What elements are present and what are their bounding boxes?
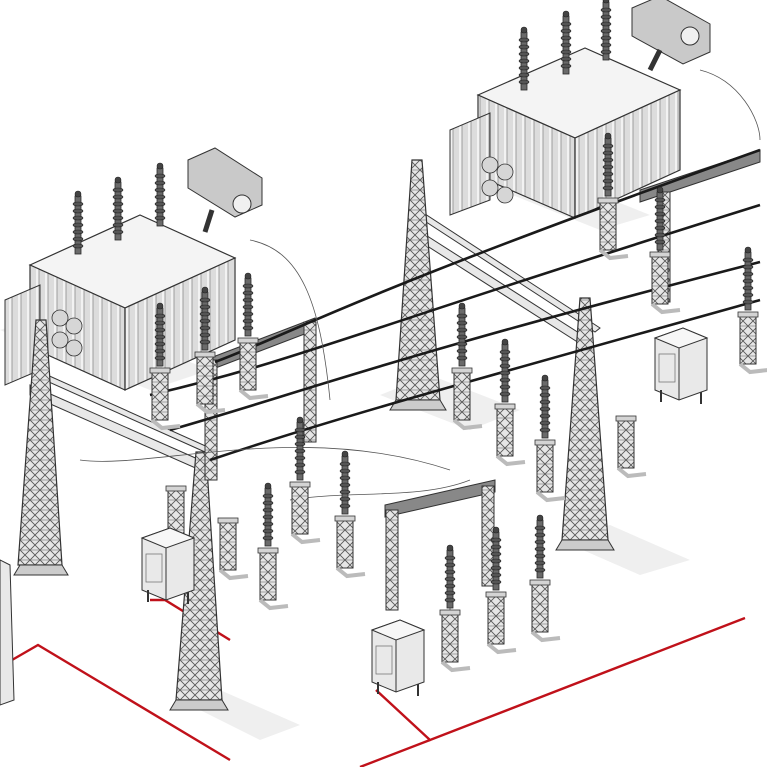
lattice-tower-4: [555, 297, 615, 551]
thin-wires: [79, 69, 761, 610]
power-transformer-right: [449, 0, 711, 219]
gantry-beams: [29, 149, 761, 518]
lattice-tower-2: [169, 451, 229, 711]
control-building: [0, 559, 15, 706]
lattice-tower-1: [13, 319, 69, 576]
